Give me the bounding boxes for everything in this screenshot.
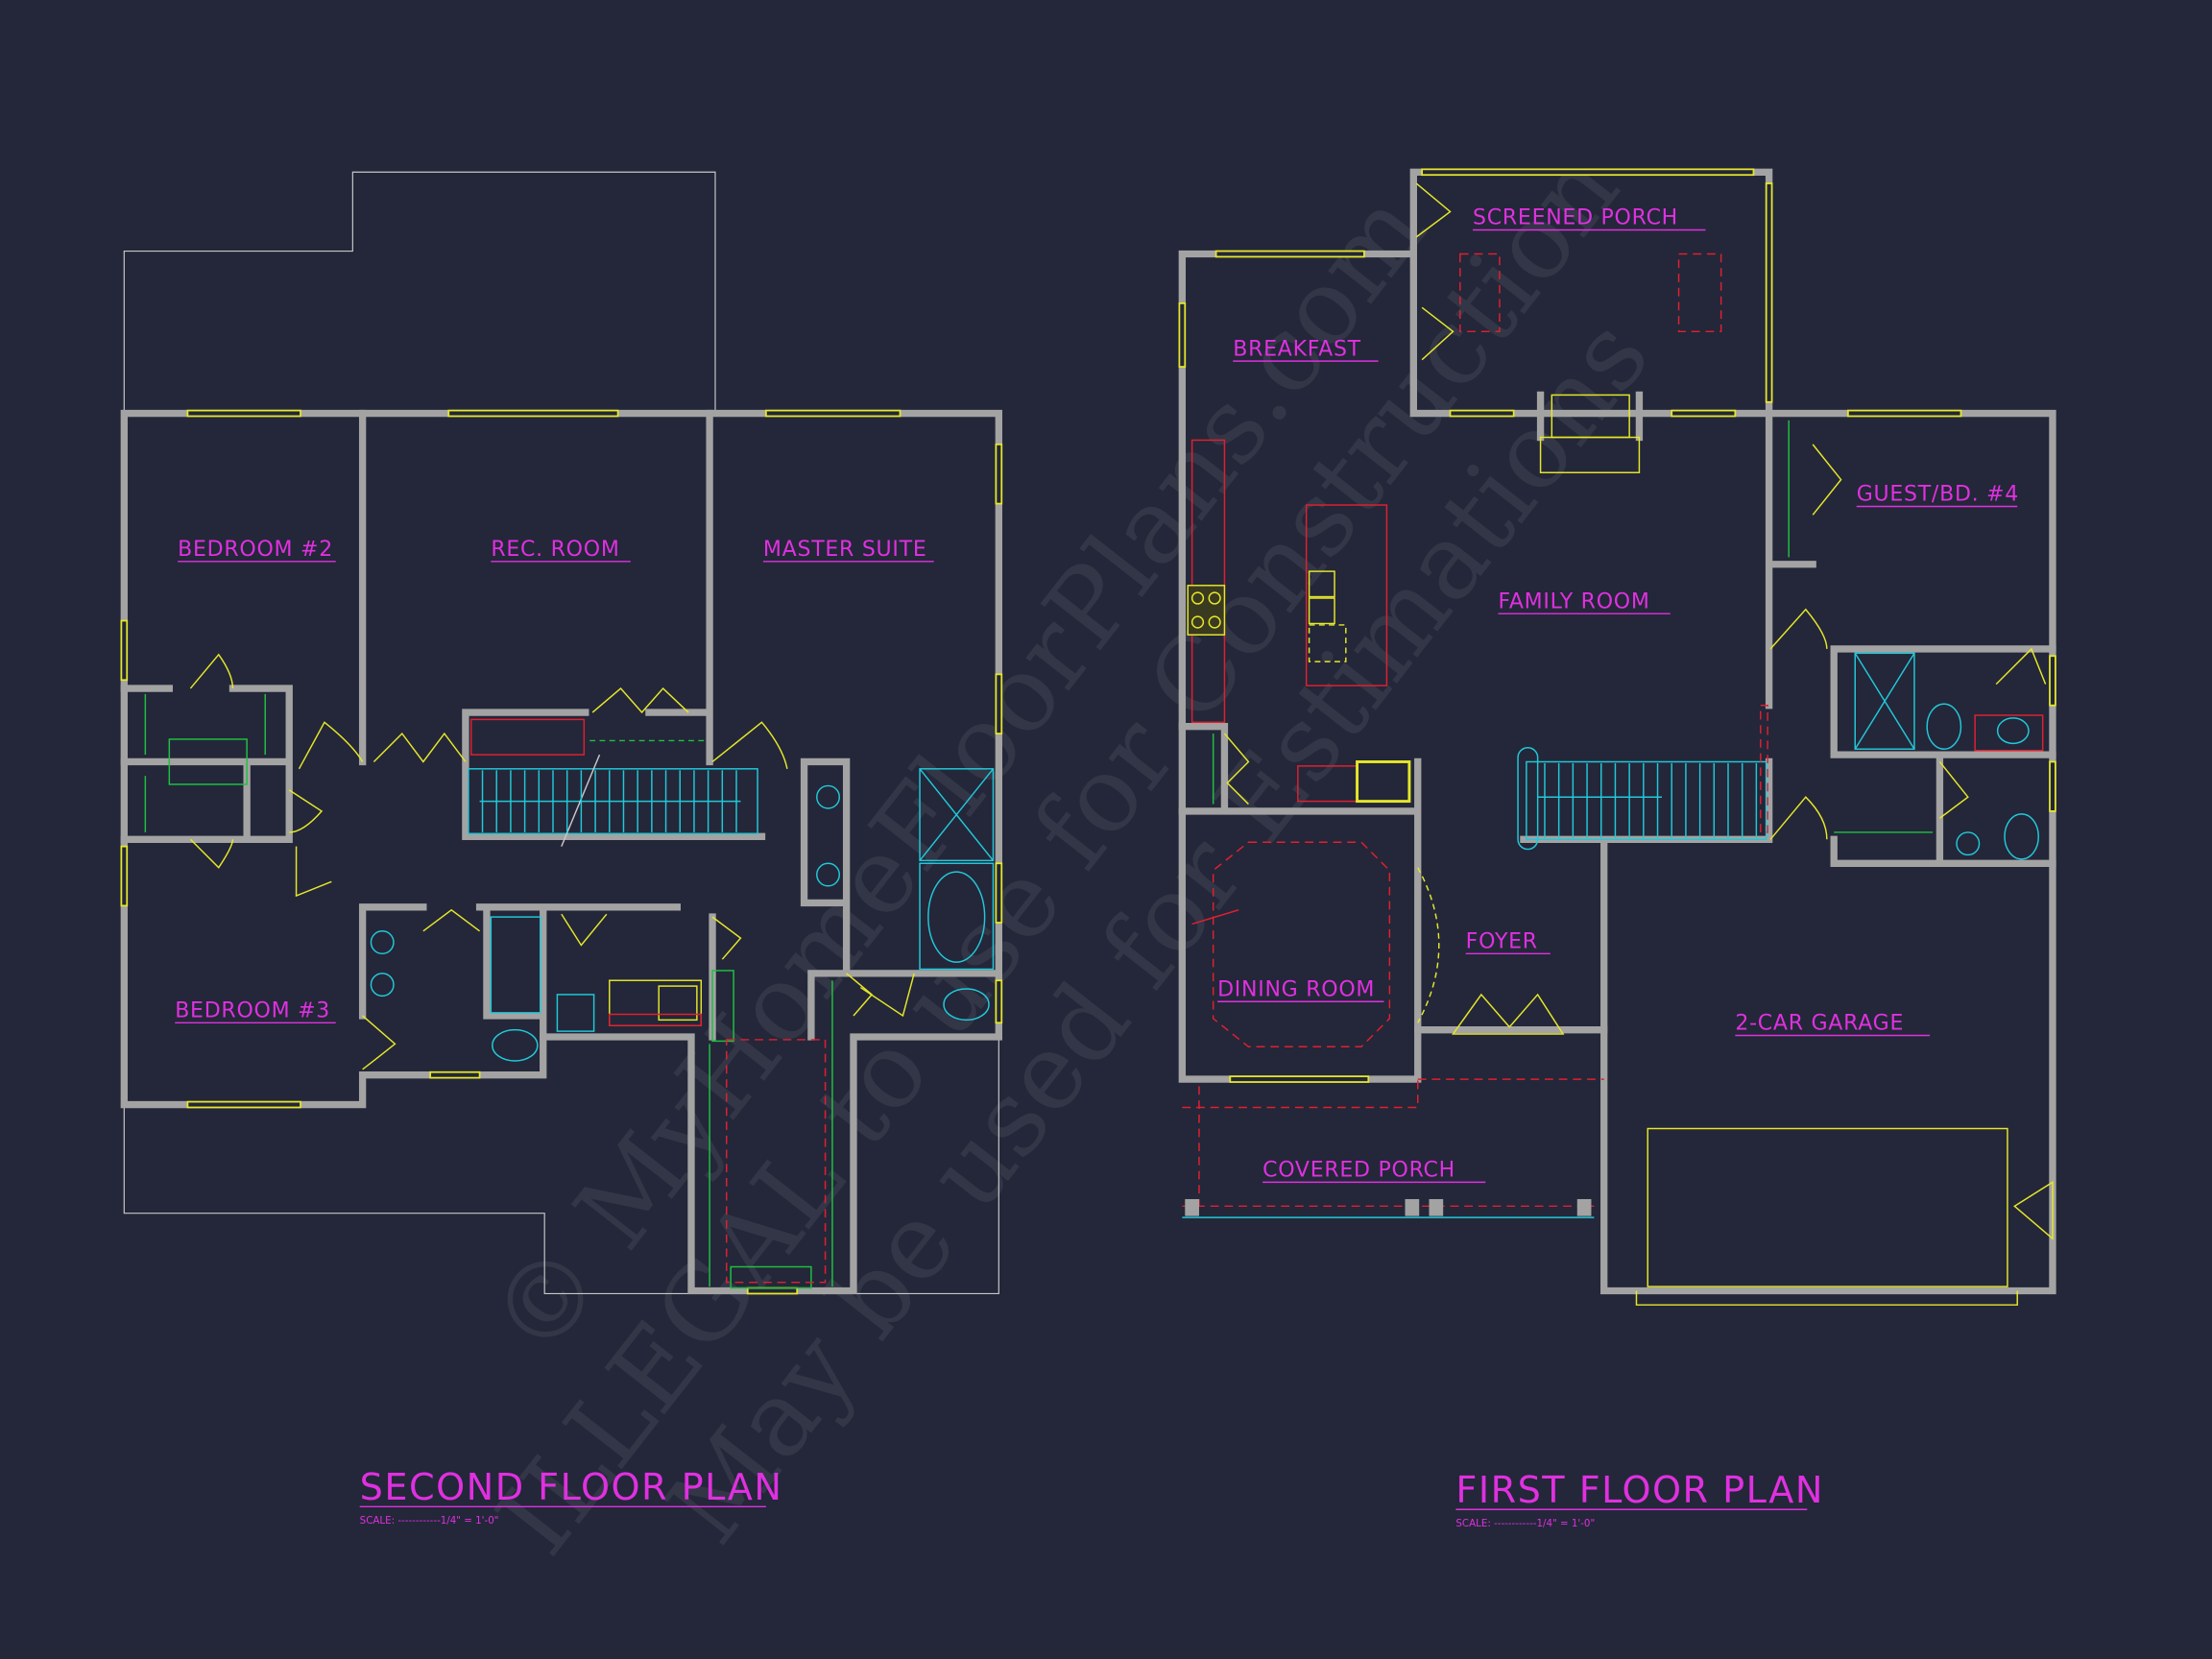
second-floor-scale: SCALE: ------------1/4" = 1'-0" <box>360 1515 499 1527</box>
room-label-screened-porch: SCREENED PORCH <box>1473 206 1678 230</box>
windows <box>120 409 1003 1295</box>
room-label-foyer: FOYER <box>1466 929 1538 953</box>
first-floor-scale: SCALE: ------------1/4" = 1'-0" <box>1455 1518 1595 1529</box>
first-floor-title: FIRST FLOOR PLAN <box>1455 1470 1824 1512</box>
second-floor-plan: BEDROOM #2 REC. ROOM MASTER SUITE BEDROO… <box>120 171 1003 1527</box>
room-label-bedroom-2: BEDROOM #2 <box>178 538 333 562</box>
exterior-walls <box>120 409 1002 1295</box>
bath-fixtures <box>370 768 995 1062</box>
watermark: © MyHomeFloorPlans.com ILLEGAL to use fo… <box>467 129 1672 1576</box>
second-floor-room-labels: BEDROOM #2 REC. ROOM MASTER SUITE BEDROO… <box>175 538 934 1024</box>
room-label-bedroom-3: BEDROOM #3 <box>175 998 330 1022</box>
interior-walls <box>1178 391 2056 1034</box>
second-floor-title: SECOND FLOOR PLAN <box>360 1467 783 1509</box>
stairs <box>1517 704 1768 851</box>
closets <box>144 693 833 1289</box>
first-floor-room-labels: SCREENED PORCH BREAKFAST GUEST/BD. #4 FA… <box>1217 206 2019 1184</box>
stair-treads <box>481 762 1758 838</box>
room-label-guest-bd-4: GUEST/BD. #4 <box>1857 483 2019 507</box>
doors <box>1223 182 2054 1240</box>
watermark-line-2: ILLEGAL to use for Construction <box>473 129 1642 1576</box>
first-floor-plan: SCREENED PORCH BREAKFAST GUEST/BD. #4 FA… <box>1178 168 2056 1529</box>
room-label-breakfast: BREAKFAST <box>1233 337 1361 361</box>
roof-outline <box>123 171 999 1295</box>
kitchen <box>1187 252 1722 804</box>
dining-and-porch <box>1182 841 2018 1306</box>
bath-fixtures <box>1212 420 2044 860</box>
room-label-2-car-garage: 2-CAR GARAGE <box>1735 1012 1904 1036</box>
room-label-rec-room: REC. ROOM <box>491 538 619 562</box>
doors <box>189 653 915 1070</box>
room-label-dining-room: DINING ROOM <box>1217 977 1375 1001</box>
room-label-family-room: FAMILY ROOM <box>1498 589 1649 613</box>
stairs <box>468 718 758 847</box>
room-label-covered-porch: COVERED PORCH <box>1262 1158 1455 1182</box>
windows <box>1178 168 2056 1083</box>
room-label-master-suite: MASTER SUITE <box>763 538 927 562</box>
